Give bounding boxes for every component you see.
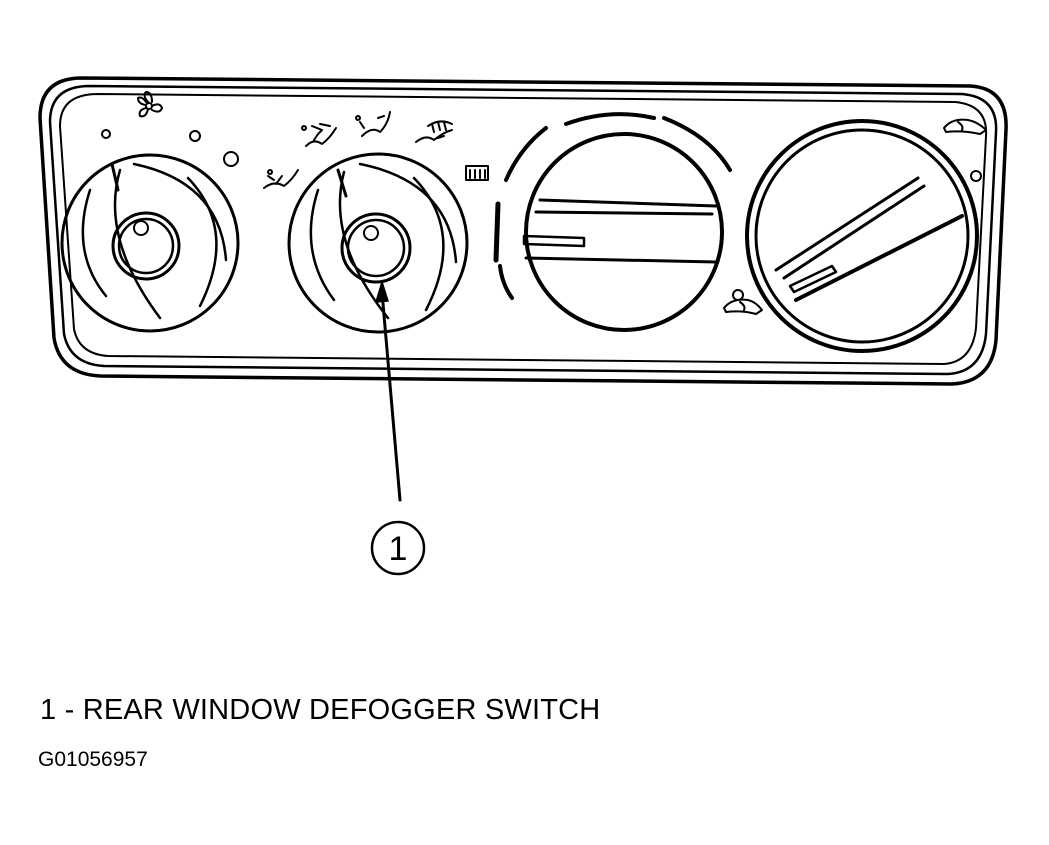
floor-defrost-icon-2 — [355, 111, 391, 137]
figure-id: G01056957 — [38, 748, 148, 771]
rear-window-defogger-switch[interactable] — [340, 212, 412, 284]
callout-leader-line — [375, 281, 402, 502]
rear-defogger-icon — [465, 165, 489, 181]
windshield-defrost-icon — [415, 120, 453, 143]
temperature-knob[interactable] — [522, 132, 724, 332]
control-panel-bezel — [38, 76, 1008, 386]
temperature-scale-segments — [493, 112, 732, 300]
floor-vent-icon — [263, 169, 299, 189]
fan-icon — [137, 91, 163, 118]
recirculation-knob[interactable] — [745, 119, 979, 353]
callout-number: 1 — [389, 530, 408, 568]
callout-1 — [370, 520, 426, 576]
legend-caption: 1 - REAR WINDOW DEFOGGER SWITCH — [40, 694, 601, 726]
floor-defrost-mix-icon — [301, 123, 337, 147]
fresh-air-icon — [723, 298, 763, 315]
mode-knob[interactable] — [287, 152, 469, 334]
indicator-dots — [101, 129, 982, 301]
blower-knob[interactable] — [60, 153, 240, 333]
recirculation-icon — [943, 118, 987, 135]
